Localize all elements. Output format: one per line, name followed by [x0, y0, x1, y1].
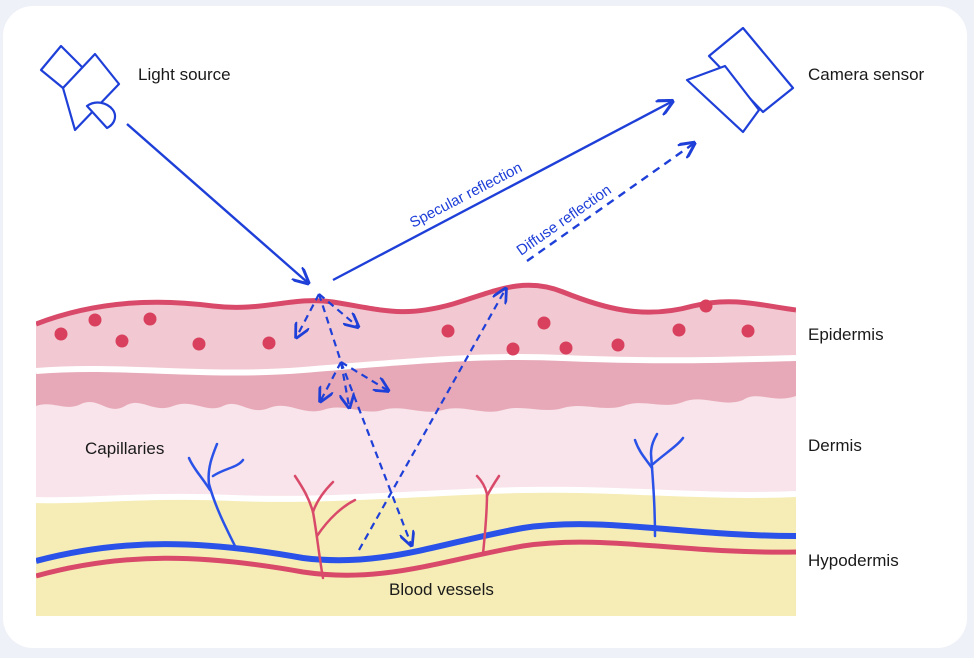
artery: [36, 539, 796, 579]
skin-reflection-diagram: Light source Camera sensor Specular refl…: [36, 26, 925, 616]
dermis-hypodermis-boundary: [36, 486, 796, 504]
capillaries-red: [293, 474, 501, 580]
dermis-label: Dermis: [808, 436, 862, 455]
diagram-card: Light source Camera sensor Specular refl…: [3, 6, 967, 648]
light-source-label: Light source: [138, 65, 231, 84]
epidermis-inner-boundary: [36, 353, 796, 376]
specular-label: Specular reflection: [407, 159, 525, 231]
camera-sensor-label: Camera sensor: [808, 65, 925, 84]
incident-ray: [126, 123, 307, 282]
epidermis-label: Epidermis: [808, 325, 884, 344]
capillaries-label: Capillaries: [85, 439, 164, 458]
skin-layers: [36, 282, 796, 616]
blood-vessels-label: Blood vessels: [389, 580, 494, 599]
lower-epidermis-layer: [36, 356, 796, 412]
epidermis-cells: [54, 299, 755, 356]
subsurface-scattering: [297, 290, 505, 551]
camera-sensor-icon: [685, 26, 795, 134]
light-source-icon: [39, 44, 121, 132]
skin-surface: [36, 282, 796, 327]
specular-ray: [332, 102, 671, 282]
diffuse-ray: [526, 144, 693, 262]
capillaries-blue: [187, 432, 685, 548]
vein: [36, 521, 796, 564]
diffuse-label: Diffuse reflection: [514, 181, 615, 259]
hypodermis-label: Hypodermis: [808, 551, 899, 570]
